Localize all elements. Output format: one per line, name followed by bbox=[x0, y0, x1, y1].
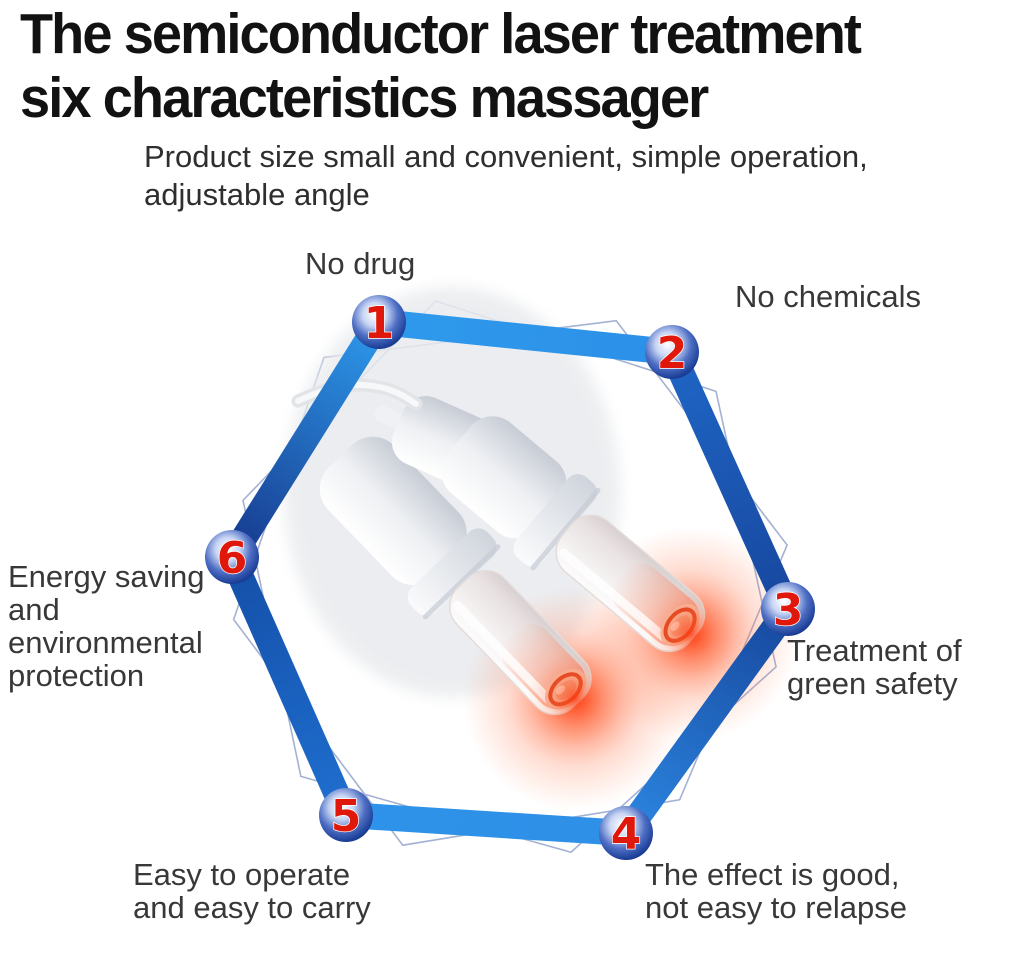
feature-6-line-3: environmental bbox=[8, 625, 203, 660]
node-3: 3 bbox=[761, 582, 815, 637]
feature-1-line-1: No drug bbox=[305, 246, 416, 281]
feature-label-effect-good: The effect is good, not easy to relapse bbox=[645, 858, 907, 924]
feature-3-line-1: Treatment of bbox=[787, 633, 962, 668]
node-3-number: 3 bbox=[773, 585, 804, 636]
feature-3-line-2: green safety bbox=[787, 666, 958, 701]
node-1: 1 bbox=[352, 295, 406, 350]
node-5: 5 bbox=[319, 788, 373, 843]
subtitle-line-2: adjustable angle bbox=[144, 177, 370, 212]
node-5-number: 5 bbox=[331, 791, 362, 842]
node-2-number: 2 bbox=[657, 328, 688, 379]
feature-4-line-2: not easy to relapse bbox=[645, 890, 907, 925]
subtitle: Product size small and convenient, simpl… bbox=[144, 138, 868, 214]
power-cable bbox=[291, 378, 423, 411]
feature-2-line-1: No chemicals bbox=[735, 279, 922, 314]
probe-right-handle bbox=[441, 416, 567, 539]
probe-left-highlight bbox=[452, 600, 553, 705]
edge-6-1 bbox=[220, 315, 391, 564]
hexagon-nodes: 1 2 3 4 5 6 bbox=[205, 295, 815, 861]
feature-label-no-chemicals: No chemicals bbox=[735, 280, 921, 313]
feature-5-line-1: Easy to operate bbox=[133, 857, 351, 892]
hexagon-edges bbox=[220, 309, 800, 846]
node-6-number: 6 bbox=[217, 533, 248, 584]
probe-left-collar bbox=[407, 528, 497, 616]
tip-glow-right-core bbox=[647, 590, 735, 678]
edge-1-2 bbox=[377, 309, 674, 365]
feature-label-no-drug: No drug bbox=[305, 247, 415, 280]
page-title: The semiconductor laser treatment six ch… bbox=[20, 2, 862, 130]
edge-2-3 bbox=[660, 346, 800, 615]
node-2: 2 bbox=[645, 325, 699, 380]
node-6: 6 bbox=[205, 530, 259, 585]
subtitle-line-1: Product size small and convenient, simpl… bbox=[144, 139, 868, 174]
edge-5-6 bbox=[220, 551, 358, 821]
feature-label-energy-saving: Energy saving and environmental protecti… bbox=[8, 560, 204, 692]
edge-4-5 bbox=[345, 802, 627, 846]
feature-6-line-4: protection bbox=[8, 658, 145, 693]
outline-hexagon-2 bbox=[232, 319, 789, 847]
edge-3-4 bbox=[615, 601, 799, 841]
feature-6-line-2: and bbox=[8, 592, 60, 627]
feature-4-line-1: The effect is good, bbox=[645, 857, 900, 892]
product-photo bbox=[284, 287, 799, 811]
title-line-1: The semiconductor laser treatment bbox=[20, 2, 862, 66]
background-hexagon-outlines bbox=[232, 300, 789, 854]
probe-right-highlight bbox=[559, 548, 669, 642]
tip-glow-left-core bbox=[529, 653, 621, 745]
feature-6-line-1: Energy saving bbox=[8, 559, 205, 594]
node-1-number: 1 bbox=[364, 298, 395, 349]
probe-left-handle bbox=[319, 436, 467, 586]
probe-right-collar bbox=[513, 474, 597, 567]
probe-right-collar-seam bbox=[530, 487, 601, 571]
feature-label-easy-operate: Easy to operate and easy to carry bbox=[133, 858, 371, 924]
feature-label-treatment-green-safety: Treatment of green safety bbox=[787, 634, 962, 700]
node-4: 4 bbox=[599, 806, 653, 861]
probe-left-collar-seam bbox=[422, 544, 501, 620]
outline-hexagon-1 bbox=[242, 300, 777, 854]
title-line-2: six characteristics massager bbox=[20, 66, 709, 130]
node-4-number: 4 bbox=[611, 809, 642, 860]
feature-5-line-2: and easy to carry bbox=[133, 890, 371, 925]
